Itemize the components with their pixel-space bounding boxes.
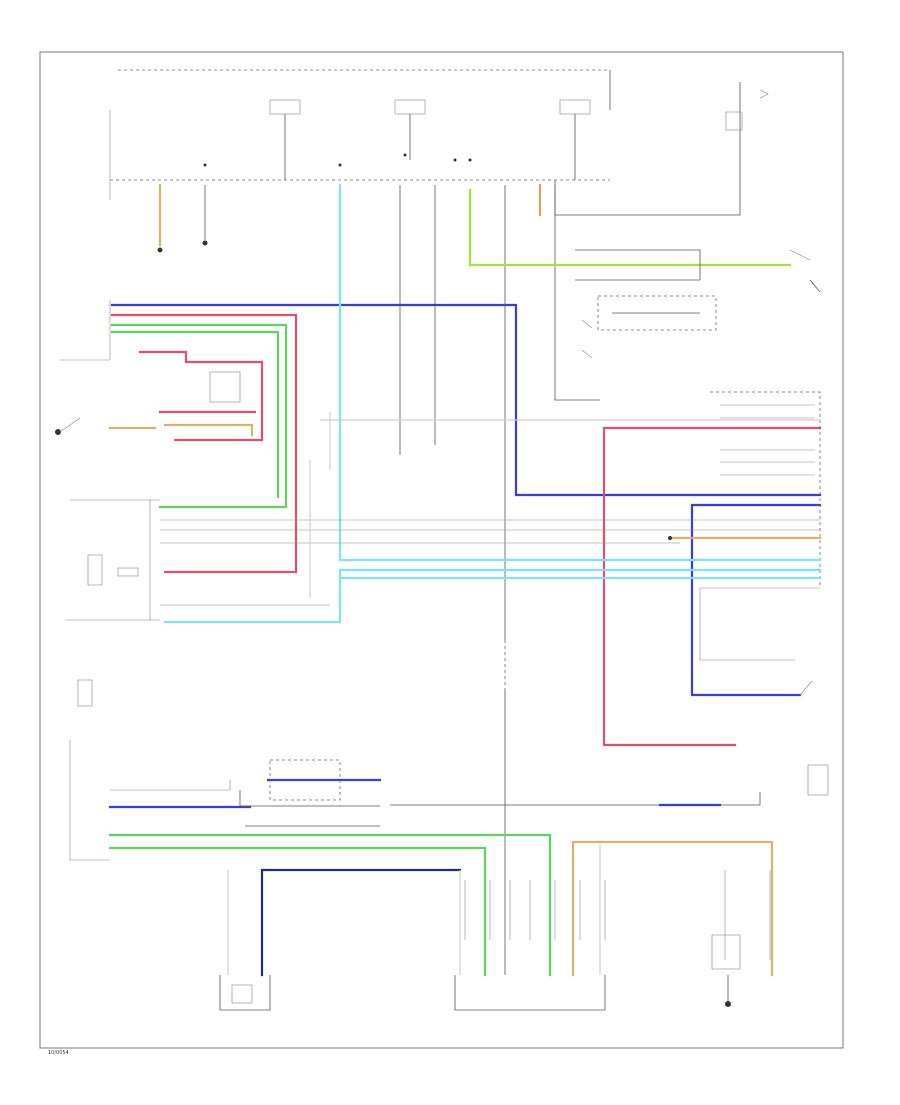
green-wire-2 <box>110 330 280 499</box>
top-module-box <box>109 69 611 200</box>
left-module <box>77 554 139 707</box>
lower-connector-stubs <box>464 870 771 960</box>
seat-belt-switch-box <box>581 295 717 359</box>
red-wire-buckle <box>138 350 264 442</box>
lower-bus <box>108 759 829 827</box>
green-wire-1 <box>110 323 288 509</box>
top-right-relay <box>554 82 769 401</box>
left-connector-block <box>60 300 160 861</box>
bus-drop-wires <box>157 183 556 640</box>
cyan-wire-left <box>163 568 342 624</box>
cyan-wire-main <box>338 183 822 562</box>
blue-wire-main <box>110 303 822 497</box>
buckle-sensor <box>209 371 241 403</box>
red-wire-left <box>110 313 298 574</box>
blue-wire-loop <box>690 503 822 697</box>
buckle-switch-left <box>59 417 81 433</box>
right-ecu-box <box>699 391 821 661</box>
footer-code: 10/0054 <box>48 1050 69 1056</box>
tan-wire-lower <box>571 840 774 977</box>
green-wire-lower-2 <box>108 846 487 977</box>
red-wire-right <box>602 426 822 747</box>
green-wire-lower <box>108 833 552 977</box>
yellow-green-circuit <box>468 188 821 293</box>
tan-wire-buckle <box>163 423 254 437</box>
navy-wire-lower <box>260 868 462 977</box>
bottom-connectors <box>219 934 741 1011</box>
gray-signal-wires <box>160 412 820 606</box>
passenger-switch <box>799 680 813 696</box>
diagram-frame <box>39 51 844 1049</box>
